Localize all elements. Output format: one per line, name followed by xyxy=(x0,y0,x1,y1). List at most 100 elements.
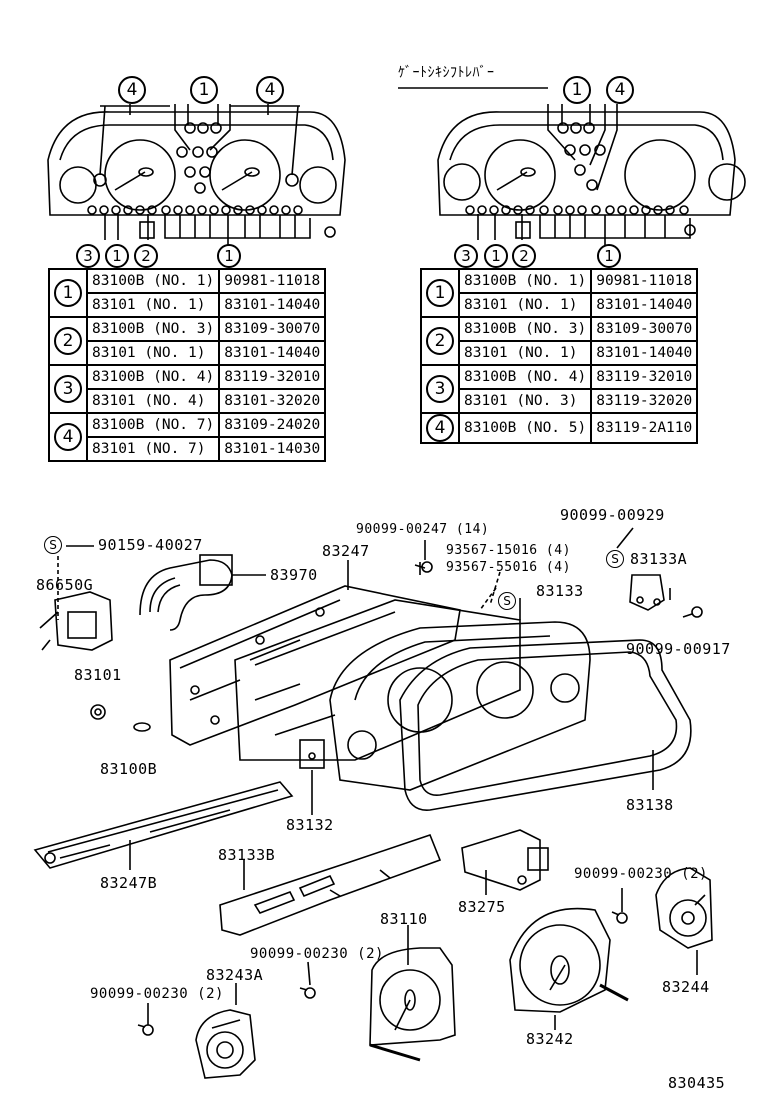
table-row: 83101 (NO. 1) 83101-14040 xyxy=(49,292,327,318)
part-number: 83101-14040 xyxy=(218,292,327,318)
table-row: 83101 (NO. 1) 83101-14040 xyxy=(421,292,699,318)
part-number: 83101-14040 xyxy=(590,292,699,318)
part-name: 83101 (NO. 1) xyxy=(457,340,593,366)
table-row: 4 83100B (NO. 7) 83109-24020 xyxy=(48,412,327,462)
part-number: 83101-14030 xyxy=(218,436,327,462)
callout-83110: 83110 xyxy=(380,910,428,928)
callout-83247: 83247 xyxy=(322,542,370,560)
group-key: 3 xyxy=(420,364,460,414)
callout-83970: 83970 xyxy=(270,566,318,584)
part-name: 83100B (NO. 3) xyxy=(85,316,221,342)
callout-93567-15016: 93567-15016 (4) xyxy=(446,543,571,558)
part-number: 83101-14040 xyxy=(218,340,327,366)
callout-83247b: 83247B xyxy=(100,874,158,892)
right-bottom-marker-1b: 1 xyxy=(597,244,621,268)
part-number: 83101-14040 xyxy=(590,340,699,366)
table-row: 83101 (NO. 1) 83101-14040 xyxy=(49,340,327,366)
part-name: 83101 (NO. 3) xyxy=(457,388,593,414)
left-bottom-marker-1: 1 xyxy=(105,244,129,268)
part-name: 83100B (NO. 3) xyxy=(457,316,593,342)
right-bottom-marker-2: 2 xyxy=(512,244,536,268)
part-number: 83109-30070 xyxy=(590,316,699,342)
callout-83101: 83101 xyxy=(74,666,122,684)
callout-90099-00247: 90099-00247 (14) xyxy=(356,522,490,537)
right-top-marker-1: 1 xyxy=(563,76,591,104)
callout-83244: 83244 xyxy=(662,978,710,996)
table-row: 3 83100B (NO. 4) 83119-32010 xyxy=(420,364,699,414)
callout-90159-40027: 90159-40027 xyxy=(98,536,203,554)
callout-93567-55016: 93567-55016 (4) xyxy=(446,560,571,575)
right-bottom-marker-3: 3 xyxy=(454,244,478,268)
table-row: 83101 (NO. 4) 83101-32020 xyxy=(49,388,327,414)
callout-90099-00230-left: 90099-00230 (2) xyxy=(90,986,224,1002)
group-key: 2 xyxy=(48,316,88,366)
callout-83275: 83275 xyxy=(458,898,506,916)
part-name: 83100B (NO. 5) xyxy=(457,412,593,444)
left-top-marker-4a: 4 xyxy=(118,76,146,104)
part-number: 83119-32020 xyxy=(590,388,699,414)
part-name: 83101 (NO. 1) xyxy=(85,340,221,366)
left-bottom-marker-3: 3 xyxy=(76,244,100,268)
right-top-marker-4: 4 xyxy=(606,76,634,104)
callout-83138: 83138 xyxy=(626,796,674,814)
part-number: 90981-11018 xyxy=(590,268,699,294)
part-number: 83109-30070 xyxy=(218,316,327,342)
part-name: 83101 (NO. 7) xyxy=(85,436,221,462)
table-row: 2 83100B (NO. 3) 83109-30070 xyxy=(48,316,327,366)
table-row: 1 83100B (NO. 1) 90981-11018 xyxy=(48,268,327,318)
part-name: 83100B (NO. 7) xyxy=(85,412,221,438)
table-row: 2 83100B (NO. 3) 83109-30070 xyxy=(420,316,699,366)
callout-83100b: 83100B xyxy=(100,760,158,778)
callout-83132: 83132 xyxy=(286,816,334,834)
callout-90099-00917: 90099-00917 xyxy=(626,640,731,658)
left-parts-table: 1 83100B (NO. 1) 90981-11018 83101 (NO. … xyxy=(48,268,327,462)
callout-83133b: 83133B xyxy=(218,846,276,864)
screw-s-marker: S xyxy=(44,534,62,554)
part-name: 83100B (NO. 1) xyxy=(85,268,221,294)
callout-86650g: 86650G xyxy=(36,576,94,594)
header-title: ｹﾞｰﾄｼｷｼﾌﾄﾚﾊﾞｰ xyxy=(398,65,495,81)
right-cluster-drawing xyxy=(398,87,746,245)
callout-83242: 83242 xyxy=(526,1030,574,1048)
left-bottom-marker-1b: 1 xyxy=(217,244,241,268)
table-row: 1 83100B (NO. 1) 90981-11018 xyxy=(420,268,699,318)
group-key: 2 xyxy=(420,316,460,366)
right-parts-table: 1 83100B (NO. 1) 90981-11018 83101 (NO. … xyxy=(420,268,699,444)
part-number: 83119-32010 xyxy=(218,364,327,390)
part-name: 83100B (NO. 4) xyxy=(457,364,593,390)
table-row: 83101 (NO. 7) 83101-14030 xyxy=(49,436,327,462)
callout-83133: 83133 xyxy=(536,582,584,600)
table-row: 4 83100B (NO. 5) 83119-2A110 xyxy=(420,412,699,444)
group-key: 1 xyxy=(48,268,88,318)
table-row: 83101 (NO. 3) 83119-32020 xyxy=(421,388,699,414)
screw-s-marker-3: S xyxy=(606,548,624,568)
screw-s-marker-2: S xyxy=(498,590,516,610)
table-row: 3 83100B (NO. 4) 83119-32010 xyxy=(48,364,327,414)
group-key: 4 xyxy=(48,412,88,462)
part-number: 83101-32020 xyxy=(218,388,327,414)
part-number: 83109-24020 xyxy=(218,412,327,438)
right-bottom-marker-1: 1 xyxy=(484,244,508,268)
group-key: 1 xyxy=(420,268,460,318)
callout-90099-00929: 90099-00929 xyxy=(560,506,665,524)
callout-83243a: 83243A xyxy=(206,966,264,984)
part-name: 83101 (NO. 4) xyxy=(85,388,221,414)
callout-90099-00230-right: 90099-00230 (2) xyxy=(574,866,708,882)
left-cluster-drawing xyxy=(47,104,346,245)
part-name: 83100B (NO. 4) xyxy=(85,364,221,390)
group-key: 4 xyxy=(420,412,460,444)
callout-90099-00230-mid: 90099-00230 (2) xyxy=(250,946,384,962)
part-number: 90981-11018 xyxy=(218,268,327,294)
part-name: 83101 (NO. 1) xyxy=(85,292,221,318)
left-bottom-marker-2: 2 xyxy=(134,244,158,268)
group-key: 3 xyxy=(48,364,88,414)
left-top-marker-4b: 4 xyxy=(256,76,284,104)
callout-83133a: 83133A xyxy=(630,550,688,568)
table-row: 83101 (NO. 1) 83101-14040 xyxy=(421,340,699,366)
part-name: 83100B (NO. 1) xyxy=(457,268,593,294)
part-number: 83119-32010 xyxy=(590,364,699,390)
left-top-marker-1: 1 xyxy=(190,76,218,104)
exploded-view-drawing xyxy=(33,527,713,1079)
figure-number: 830435 xyxy=(668,1074,726,1092)
